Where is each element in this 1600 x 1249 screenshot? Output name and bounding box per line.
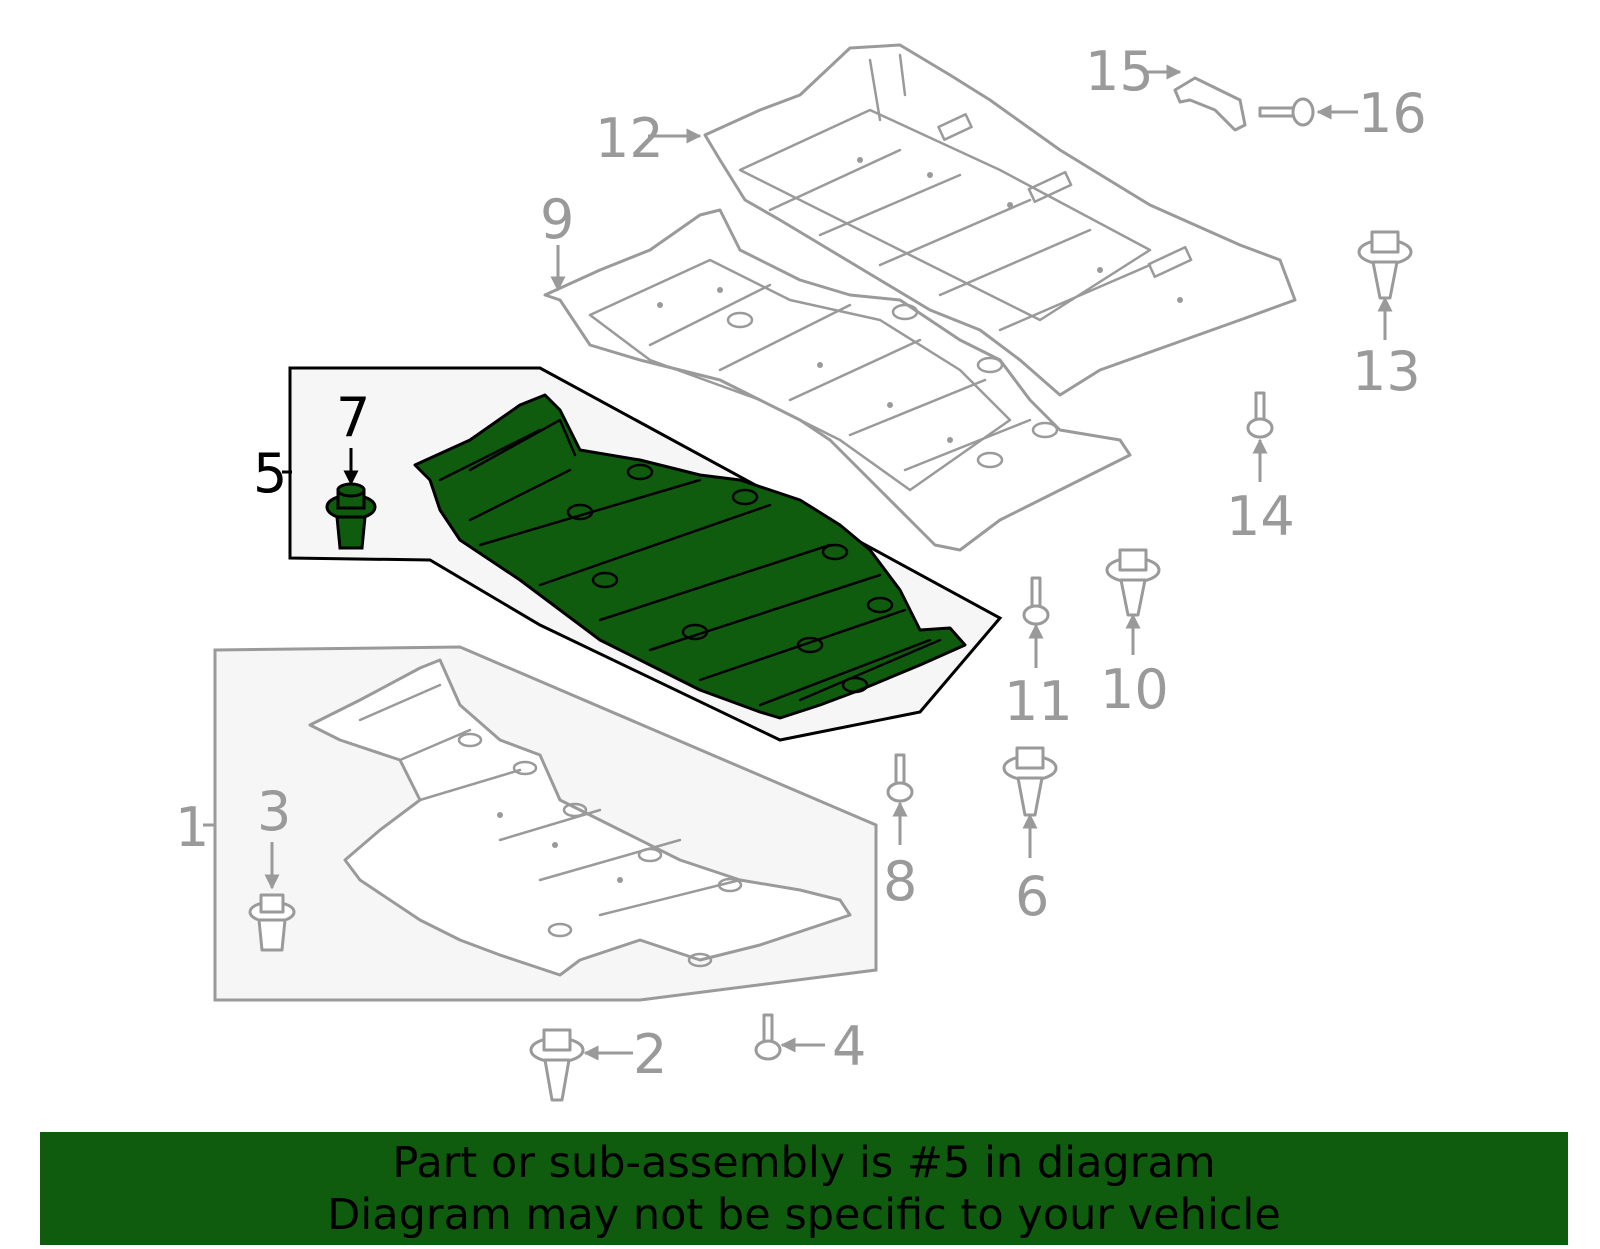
callout-11: 11 (1004, 670, 1073, 733)
leader-lines (203, 64, 1393, 1061)
callout-1: 1 (175, 796, 209, 859)
callout-9: 9 (540, 188, 574, 251)
part-12-rear-under-cover (703, 43, 1297, 397)
callout-14: 14 (1226, 485, 1295, 548)
callout-6: 6 (1015, 865, 1049, 928)
callout-4: 4 (832, 1015, 866, 1078)
fastener-16-bolt (1258, 97, 1315, 127)
part-7-clip[interactable] (325, 482, 377, 550)
part-1-group (213, 645, 878, 1002)
info-banner: Part or sub-assembly is #5 in diagram Di… (40, 1132, 1568, 1245)
callout-7: 7 (336, 386, 370, 449)
callout-15: 15 (1085, 40, 1154, 103)
fastener-11-bolt (1022, 576, 1050, 626)
fastener-14-bolt (1246, 391, 1274, 439)
fastener-8-bolt (886, 753, 914, 803)
callout-12: 12 (595, 107, 664, 170)
fastener-2-clip (529, 1028, 585, 1102)
fastener-10-clip (1105, 548, 1161, 617)
fastener-6-clip (1002, 746, 1058, 817)
callout-3: 3 (257, 780, 291, 843)
callout-8: 8 (883, 850, 917, 913)
fastener-13-clip (1357, 230, 1413, 300)
callout-10: 10 (1100, 658, 1169, 721)
fastener-4-bolt (754, 1013, 782, 1061)
fastener-15-bracket (1173, 76, 1247, 132)
callout-13: 13 (1352, 340, 1421, 403)
fastener-3-clip (248, 893, 296, 952)
part-9-center-under-cover (543, 208, 1132, 552)
callout-2: 2 (633, 1023, 667, 1086)
part-5-group (288, 366, 1003, 742)
banner-line-1: Part or sub-assembly is #5 in diagram (392, 1137, 1216, 1188)
callout-16: 16 (1358, 82, 1427, 145)
callout-5: 5 (253, 442, 287, 505)
part-1-under-cover (308, 658, 852, 977)
banner-line-2: Diagram may not be specific to your vehi… (327, 1189, 1281, 1240)
